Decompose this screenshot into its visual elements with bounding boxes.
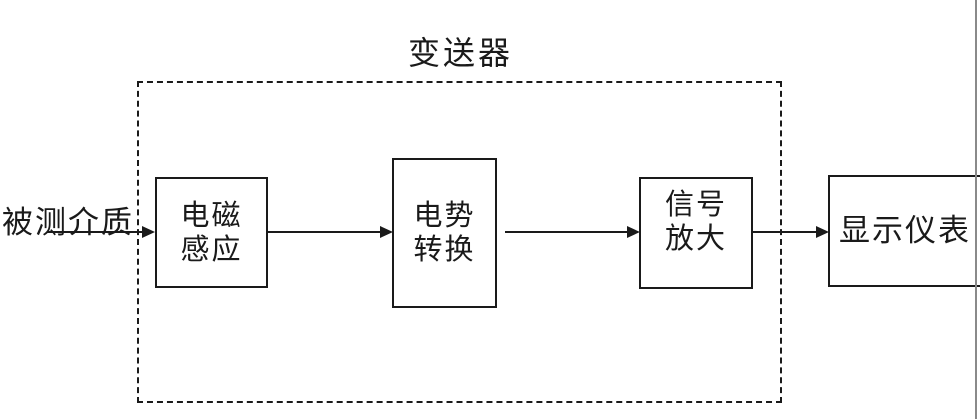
block-signal-amplification: 信号 放大: [639, 177, 753, 289]
page-edge-line: [975, 0, 977, 419]
block-line: 转换: [413, 234, 476, 266]
arrow-conversion-to-amplification: [505, 226, 640, 238]
diagram-title: 变送器: [407, 35, 513, 71]
block-line: 电磁: [180, 199, 243, 232]
block-line: 信号: [664, 189, 727, 221]
arrow-input-to-induction: [47, 226, 155, 238]
arrow-induction-to-conversion: [268, 226, 393, 238]
block-line: 感应: [180, 233, 243, 266]
measured-medium-label: 被测介质: [2, 205, 134, 240]
block-electromagnetic-induction: 电磁 感应: [155, 177, 268, 288]
block-potential-conversion: 电势 转换: [392, 158, 497, 308]
transmitter-dashed-boundary: [137, 81, 782, 403]
block-line: 放大: [664, 223, 727, 255]
arrow-amplification-to-display: [753, 226, 829, 238]
block-line: 电势: [413, 200, 476, 232]
block-display-instrument: 显示仪表: [828, 175, 980, 287]
block-line: 显示仪表: [839, 213, 971, 248]
